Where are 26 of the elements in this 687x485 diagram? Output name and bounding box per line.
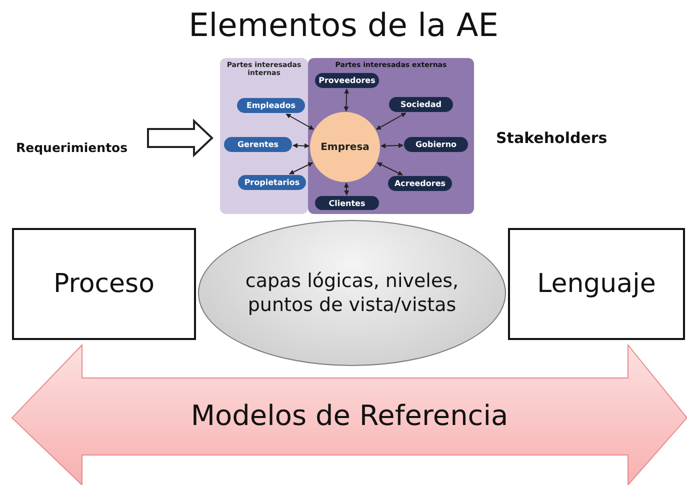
double-arrow [376, 162, 404, 176]
stakeholder-pill: Proveedores [315, 73, 379, 88]
double-arrow [376, 112, 406, 130]
stakeholder-pill: Clientes [315, 196, 379, 210]
stakeholder-pill: Propietarios [238, 175, 306, 190]
double-block-arrow: Modelos de Referencia [12, 345, 687, 485]
double-arrow [288, 162, 314, 174]
stakeholders-label: Stakeholders [496, 129, 608, 147]
stakeholder-pill: Gerentes [224, 137, 292, 152]
stakeholder-pill: Acreedores [388, 176, 452, 191]
diagram-title: Elementos de la AE [188, 6, 500, 44]
stakeholder-pill: Sociedad [389, 97, 453, 112]
double-arrow [344, 182, 350, 196]
process-box: Proceso [12, 228, 196, 340]
stakeholder-pill: Empleados [237, 98, 305, 113]
double-arrow [344, 88, 350, 112]
double-arrow [292, 143, 310, 148]
hollow-block-arrow [147, 118, 214, 158]
double-arrow [380, 143, 404, 148]
language-box: Lenguaje [508, 228, 685, 340]
stakeholder-pill: Gobierno [404, 137, 468, 152]
double-arrow [286, 114, 314, 130]
stakeholder-map-panel [220, 58, 474, 214]
concept-ellipse: capas lógicas, niveles, puntos de vista/vistas [198, 220, 506, 366]
requirements-text: Requerimientos [16, 134, 136, 160]
company-circle: Empresa [310, 112, 380, 182]
